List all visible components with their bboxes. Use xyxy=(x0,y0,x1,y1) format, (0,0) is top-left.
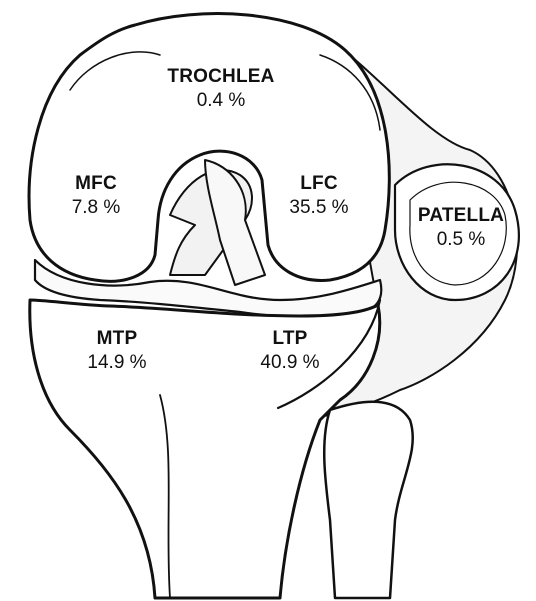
mtp-value: 14.9 % xyxy=(87,351,146,375)
label-lfc: LFC 35.5 % xyxy=(289,172,348,220)
label-patella: PATELLA 0.5 % xyxy=(418,204,504,252)
label-ltp: LTP 40.9 % xyxy=(260,327,319,375)
trochlea-value: 0.4 % xyxy=(167,89,274,113)
lfc-name: LFC xyxy=(289,172,348,196)
lfc-value: 35.5 % xyxy=(289,196,348,220)
mfc-value: 7.8 % xyxy=(72,196,121,220)
label-trochlea: TROCHLEA 0.4 % xyxy=(167,65,274,113)
fibula xyxy=(324,402,413,598)
label-mfc: MFC 7.8 % xyxy=(72,172,121,220)
ltp-name: LTP xyxy=(260,327,319,351)
patella-name: PATELLA xyxy=(418,204,504,228)
mtp-name: MTP xyxy=(87,327,146,351)
mfc-name: MFC xyxy=(72,172,121,196)
ltp-value: 40.9 % xyxy=(260,351,319,375)
trochlea-name: TROCHLEA xyxy=(167,65,274,89)
label-mtp: MTP 14.9 % xyxy=(87,327,146,375)
patella-value: 0.5 % xyxy=(418,228,504,252)
